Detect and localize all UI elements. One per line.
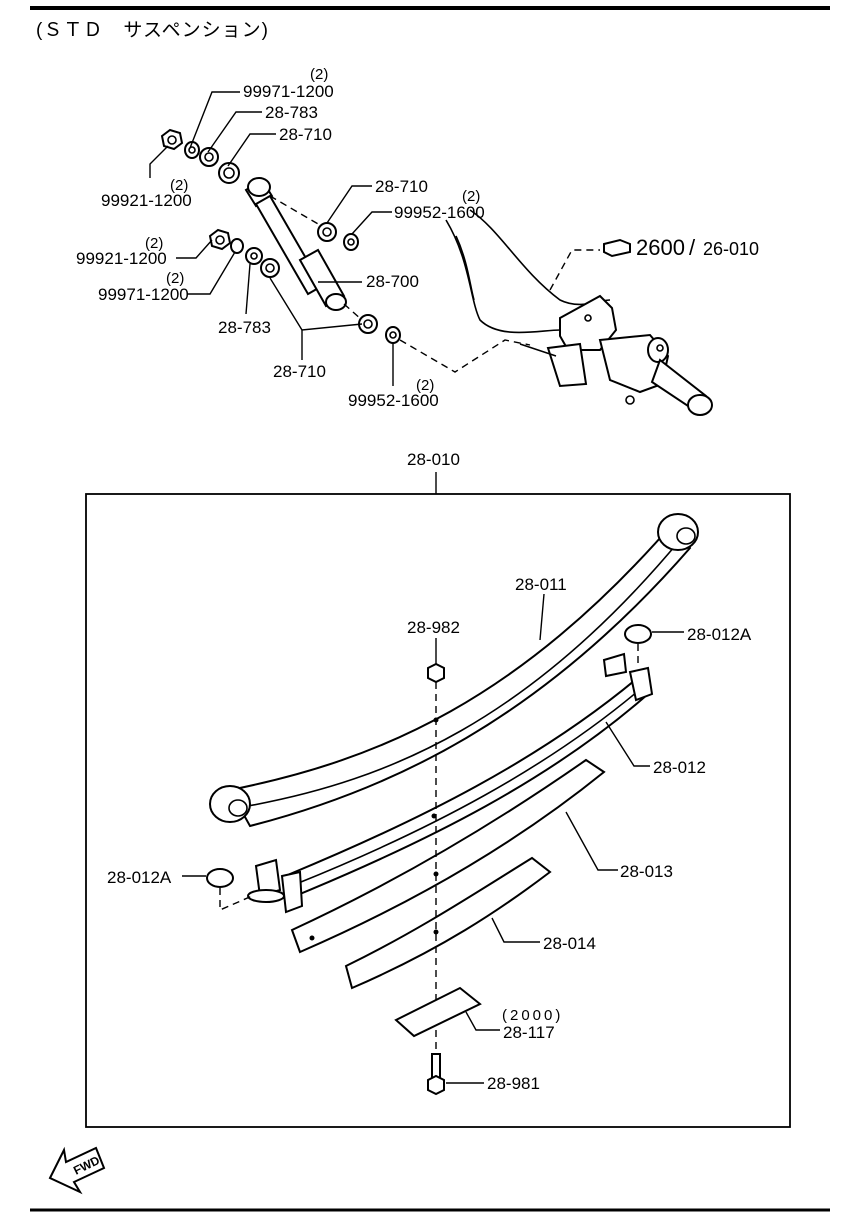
nut-lower-icon (208, 228, 232, 251)
leaf-spring-assembly-label: 28-010 (407, 450, 460, 469)
center-bolt-icon (427, 1053, 445, 1096)
washer-right-upper-icon (343, 233, 359, 251)
washer-lower-qty: (2) (166, 270, 184, 287)
center-bolt-label: 28-981 (487, 1074, 540, 1093)
ref-sep: / (689, 235, 696, 260)
leader-bushing-upper-b (227, 133, 276, 167)
plate-icon (394, 986, 482, 1038)
axle-housing-icon (445, 209, 713, 416)
pad-right-label: 28-012A (687, 625, 752, 644)
fourth-leaf-icon (344, 856, 552, 990)
bushing-lower-label: 28-783 (218, 318, 271, 337)
axis-lower-line (343, 303, 363, 321)
nut-upper-icon (160, 128, 184, 151)
bump-stopper-icon (427, 662, 445, 684)
bushing-lower-icon (245, 247, 263, 265)
hole-4 (309, 935, 315, 941)
washer-lower-label: 99971-1200 (98, 285, 189, 304)
hole-2 (431, 813, 437, 819)
bushing-upper-b-label: 28-710 (279, 125, 332, 144)
washer-right-lower-label: 99952-1600 (348, 391, 439, 410)
washer-upper-label: 99971-1200 (243, 82, 334, 101)
leaf-spring-frame (85, 493, 791, 1128)
leader-washer-upper (189, 91, 240, 149)
leader-main-leaf (539, 593, 545, 641)
hole-3 (433, 871, 439, 877)
leader-nut-upper (149, 145, 169, 178)
hole-1 (433, 717, 439, 723)
bump-stopper-label: 28-982 (407, 618, 460, 637)
plate-label: 28-117 (503, 1023, 555, 1042)
nut-lower-qty: (2) (145, 235, 163, 252)
shock-absorber-group: (2) 99971-1200 28-783 28-710 (2) 99921-1… (76, 66, 759, 416)
bushing-pair-label: 28-710 (273, 362, 326, 381)
leader-nut-lower (176, 239, 213, 259)
pad-left-icon (247, 858, 304, 914)
nut-upper-label: 99921-1200 (101, 191, 192, 210)
axis-upper-line (269, 195, 326, 229)
main-leaf-label: 28-011 (515, 575, 567, 594)
main-leaf-icon (209, 513, 699, 828)
washer-right-upper-qty: (2) (462, 188, 480, 205)
leader-third-leaf (565, 811, 618, 871)
cap-left-icon (206, 868, 253, 912)
cap-right-icon (624, 624, 652, 668)
washer-upper-qty: (2) (310, 66, 328, 83)
leader-washer-right-upper (351, 211, 392, 235)
leader-plate (465, 1011, 500, 1031)
washer-right-upper-label: 99952-1600 (394, 203, 485, 222)
second-leaf-label: 28-012 (653, 758, 706, 777)
leader-bushing-lower (245, 263, 251, 315)
axis-to-axle-line (399, 339, 531, 373)
fwd-arrow-icon: FWD (48, 1146, 106, 1195)
nut-upper-qty: (2) (170, 177, 188, 194)
pointing-hand-icon (603, 238, 631, 258)
bushing-upper-a-icon (199, 147, 219, 167)
leader-bushing-mid (326, 185, 372, 224)
washer-lower-icon (230, 238, 244, 254)
leaf-spring-group: 28-011 28-982 28-012A 28-012 28-012A 28-… (107, 513, 752, 1096)
ref-sub-label: 26-010 (703, 239, 759, 259)
leader-bushing-upper-a (207, 111, 262, 153)
shock-absorber-label: 28-700 (366, 272, 419, 291)
bushing-mid-icon (317, 222, 337, 242)
washer-right-lower-qty: (2) (416, 377, 434, 394)
bushing-lower-c-icon (358, 314, 378, 334)
ref-leader-line (549, 249, 600, 291)
page-title: (ＳＴＤ サスペンション) (36, 20, 269, 41)
nut-lower-label: 99921-1200 (76, 249, 167, 268)
leader-second-leaf (605, 721, 650, 767)
hole-5 (433, 929, 439, 935)
bushing-upper-a-label: 28-783 (265, 103, 318, 122)
third-leaf-icon (290, 758, 606, 954)
bushing-upper-b-icon (218, 162, 240, 184)
pad-right-icon (602, 652, 654, 702)
washer-right-lower-icon (385, 326, 401, 344)
leader-fourth-leaf (491, 917, 540, 943)
plate-qty: (2000) (502, 1007, 563, 1024)
shock-absorber-icon (244, 177, 347, 311)
bushing-lower-b-icon (260, 258, 280, 278)
leader-washer-lower (188, 251, 236, 295)
bushing-mid-label: 28-710 (375, 177, 428, 196)
pad-left-label: 28-012A (107, 868, 172, 887)
ref-main-label: 2600 (636, 235, 685, 260)
fourth-leaf-label: 28-014 (543, 934, 596, 953)
third-leaf-label: 28-013 (620, 862, 673, 881)
